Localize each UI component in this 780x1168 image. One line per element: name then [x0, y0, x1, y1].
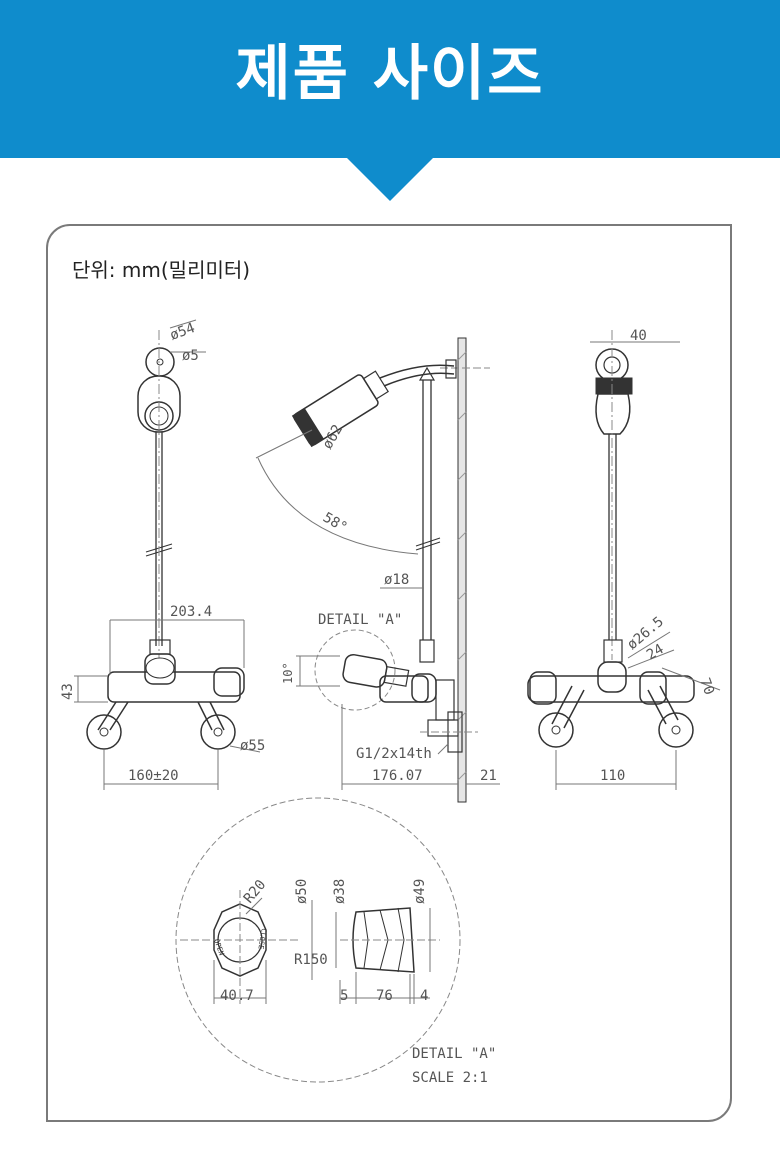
- side-detail-label: DETAIL "A": [318, 612, 402, 628]
- drawing-panel: [46, 224, 732, 1122]
- right-width: 110: [600, 768, 625, 784]
- banner-pointer: [346, 157, 434, 201]
- page-title: 제품 사이즈: [235, 39, 545, 109]
- front-view: [74, 319, 261, 790]
- front-height: 43: [60, 683, 76, 700]
- detail-end: 4: [420, 988, 428, 1004]
- detail-caption-2: SCALE 2:1: [412, 1070, 488, 1086]
- side-tilt-angle: 10°: [281, 662, 295, 684]
- unit-label: 단위: mm(밀리미터): [72, 258, 251, 282]
- right-view: [527, 330, 721, 790]
- side-wall: 21: [480, 768, 497, 784]
- knob-close-text: CLOSE: [256, 928, 268, 950]
- detail-view: [175, 797, 461, 1083]
- detail-offset: 5: [340, 988, 348, 1004]
- right-nut-width: 24: [644, 641, 667, 663]
- detail-r150: R150: [294, 952, 328, 968]
- side-angle: 58°: [320, 510, 350, 537]
- detail-caption-1: DETAIL "A": [412, 1046, 496, 1062]
- detail-d49: ø49: [412, 879, 428, 904]
- side-length: 176.07: [372, 768, 423, 784]
- side-thread: G1/2x14th: [356, 746, 432, 762]
- detail-radius: R20: [241, 877, 270, 907]
- front-hole-diameter: ø5: [182, 348, 199, 364]
- front-width: 203.4: [170, 604, 212, 620]
- front-spacing: 160±20: [128, 768, 179, 784]
- side-pipe-diameter: ø18: [384, 572, 409, 588]
- side-view: [255, 337, 500, 803]
- right-top: 40: [630, 328, 647, 344]
- detail-length: 76: [376, 988, 393, 1004]
- detail-d50: ø50: [294, 879, 310, 904]
- front-head-diameter: ø54: [168, 320, 197, 344]
- detail-knob-width: 40.7: [220, 988, 254, 1004]
- header-banner: [0, 0, 780, 158]
- detail-d38: ø38: [332, 879, 348, 904]
- right-arm: 70: [696, 676, 717, 697]
- front-knob-diameter: ø55: [240, 738, 265, 754]
